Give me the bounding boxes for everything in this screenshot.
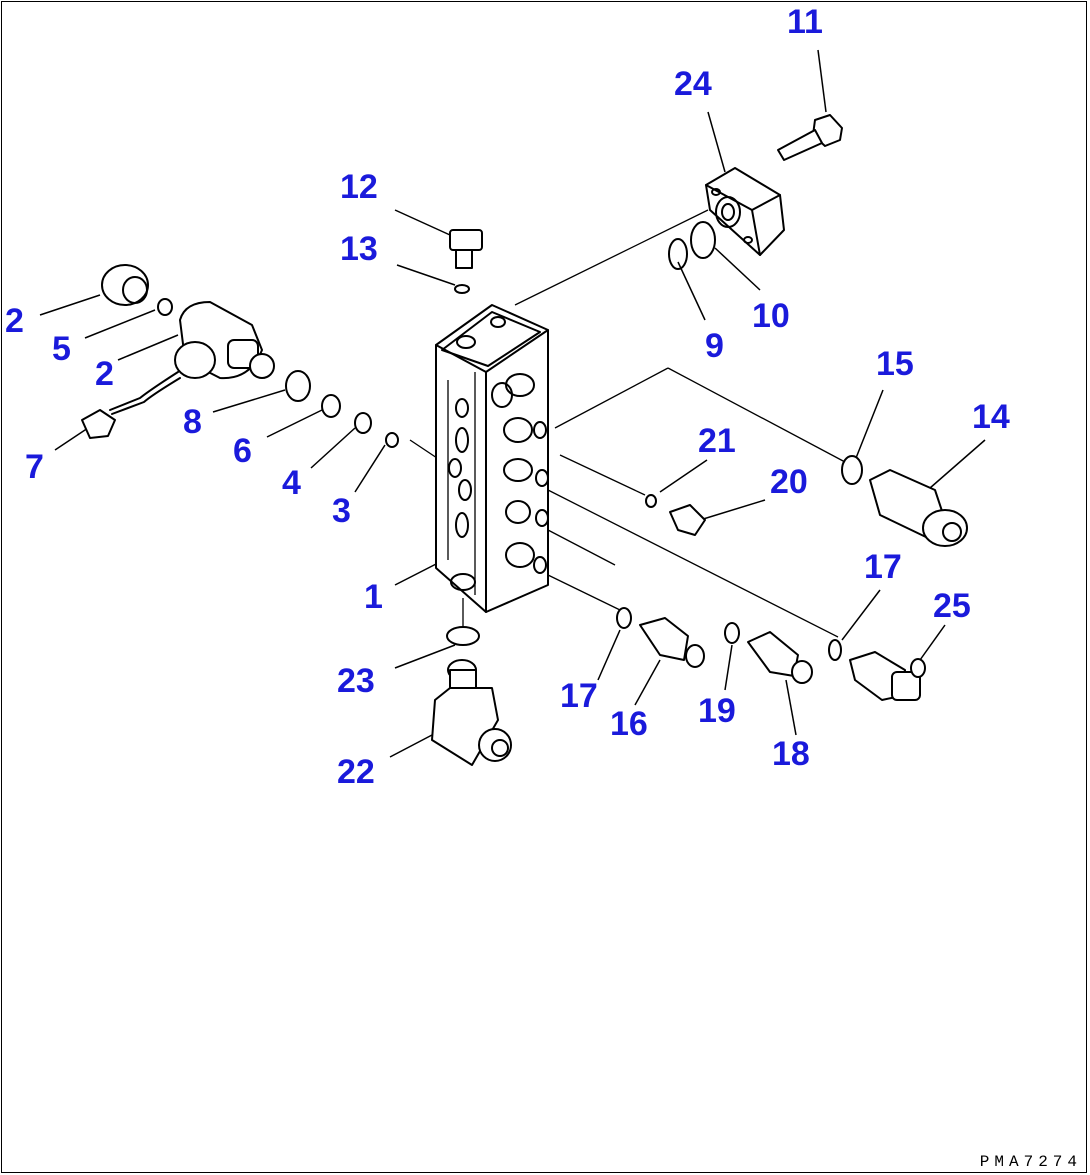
callout-19: 19: [698, 692, 736, 730]
callout-24: 24: [674, 65, 712, 103]
callout-17a: 17: [864, 548, 902, 586]
leader-lines: [39, 49, 986, 758]
callout-11: 11: [787, 3, 823, 41]
callout-6: 6: [233, 432, 252, 470]
switch-16: [639, 617, 705, 668]
callout-8: 8: [183, 403, 202, 441]
callout-7: 7: [25, 448, 44, 486]
connection-lines: [409, 209, 846, 638]
plug: [449, 229, 483, 269]
figure-id: PMA7274: [979, 1153, 1082, 1171]
callout-22: 22: [337, 753, 375, 791]
solenoid-valve: [101, 264, 275, 415]
plug-20: [669, 504, 706, 536]
callout-25: 25: [933, 587, 971, 625]
callout-2a: 2: [5, 302, 24, 340]
callout-4: 4: [282, 464, 301, 502]
callout-3: 3: [332, 492, 351, 530]
o-rings: [157, 221, 863, 661]
switch-18: [747, 631, 813, 684]
valve-block: [435, 304, 549, 613]
callout-10: 10: [752, 297, 790, 335]
connector: [81, 409, 116, 439]
callout-23: 23: [337, 662, 375, 700]
sensor-25: [849, 651, 926, 701]
bolt: [777, 114, 843, 161]
pressure-sensor: [869, 469, 968, 547]
callout-2b: 2: [95, 355, 114, 393]
flange: [705, 167, 785, 256]
callout-14: 14: [972, 398, 1010, 436]
callout-5: 5: [52, 330, 71, 368]
solenoid-22: [431, 659, 512, 766]
callout-16: 16: [610, 705, 648, 743]
callout-17b: 17: [560, 677, 598, 715]
callout-15: 15: [876, 345, 914, 383]
callout-18: 18: [772, 735, 810, 773]
callout-1: 1: [364, 578, 383, 616]
callout-13: 13: [340, 230, 378, 268]
callout-21: 21: [698, 422, 736, 460]
callout-20: 20: [770, 463, 808, 501]
callout-9: 9: [705, 327, 724, 365]
callouts: 11 24 12 13 10 9 2 5 2 8 6 4 3 7 15 14 2…: [5, 3, 1010, 791]
callout-12: 12: [340, 168, 378, 206]
